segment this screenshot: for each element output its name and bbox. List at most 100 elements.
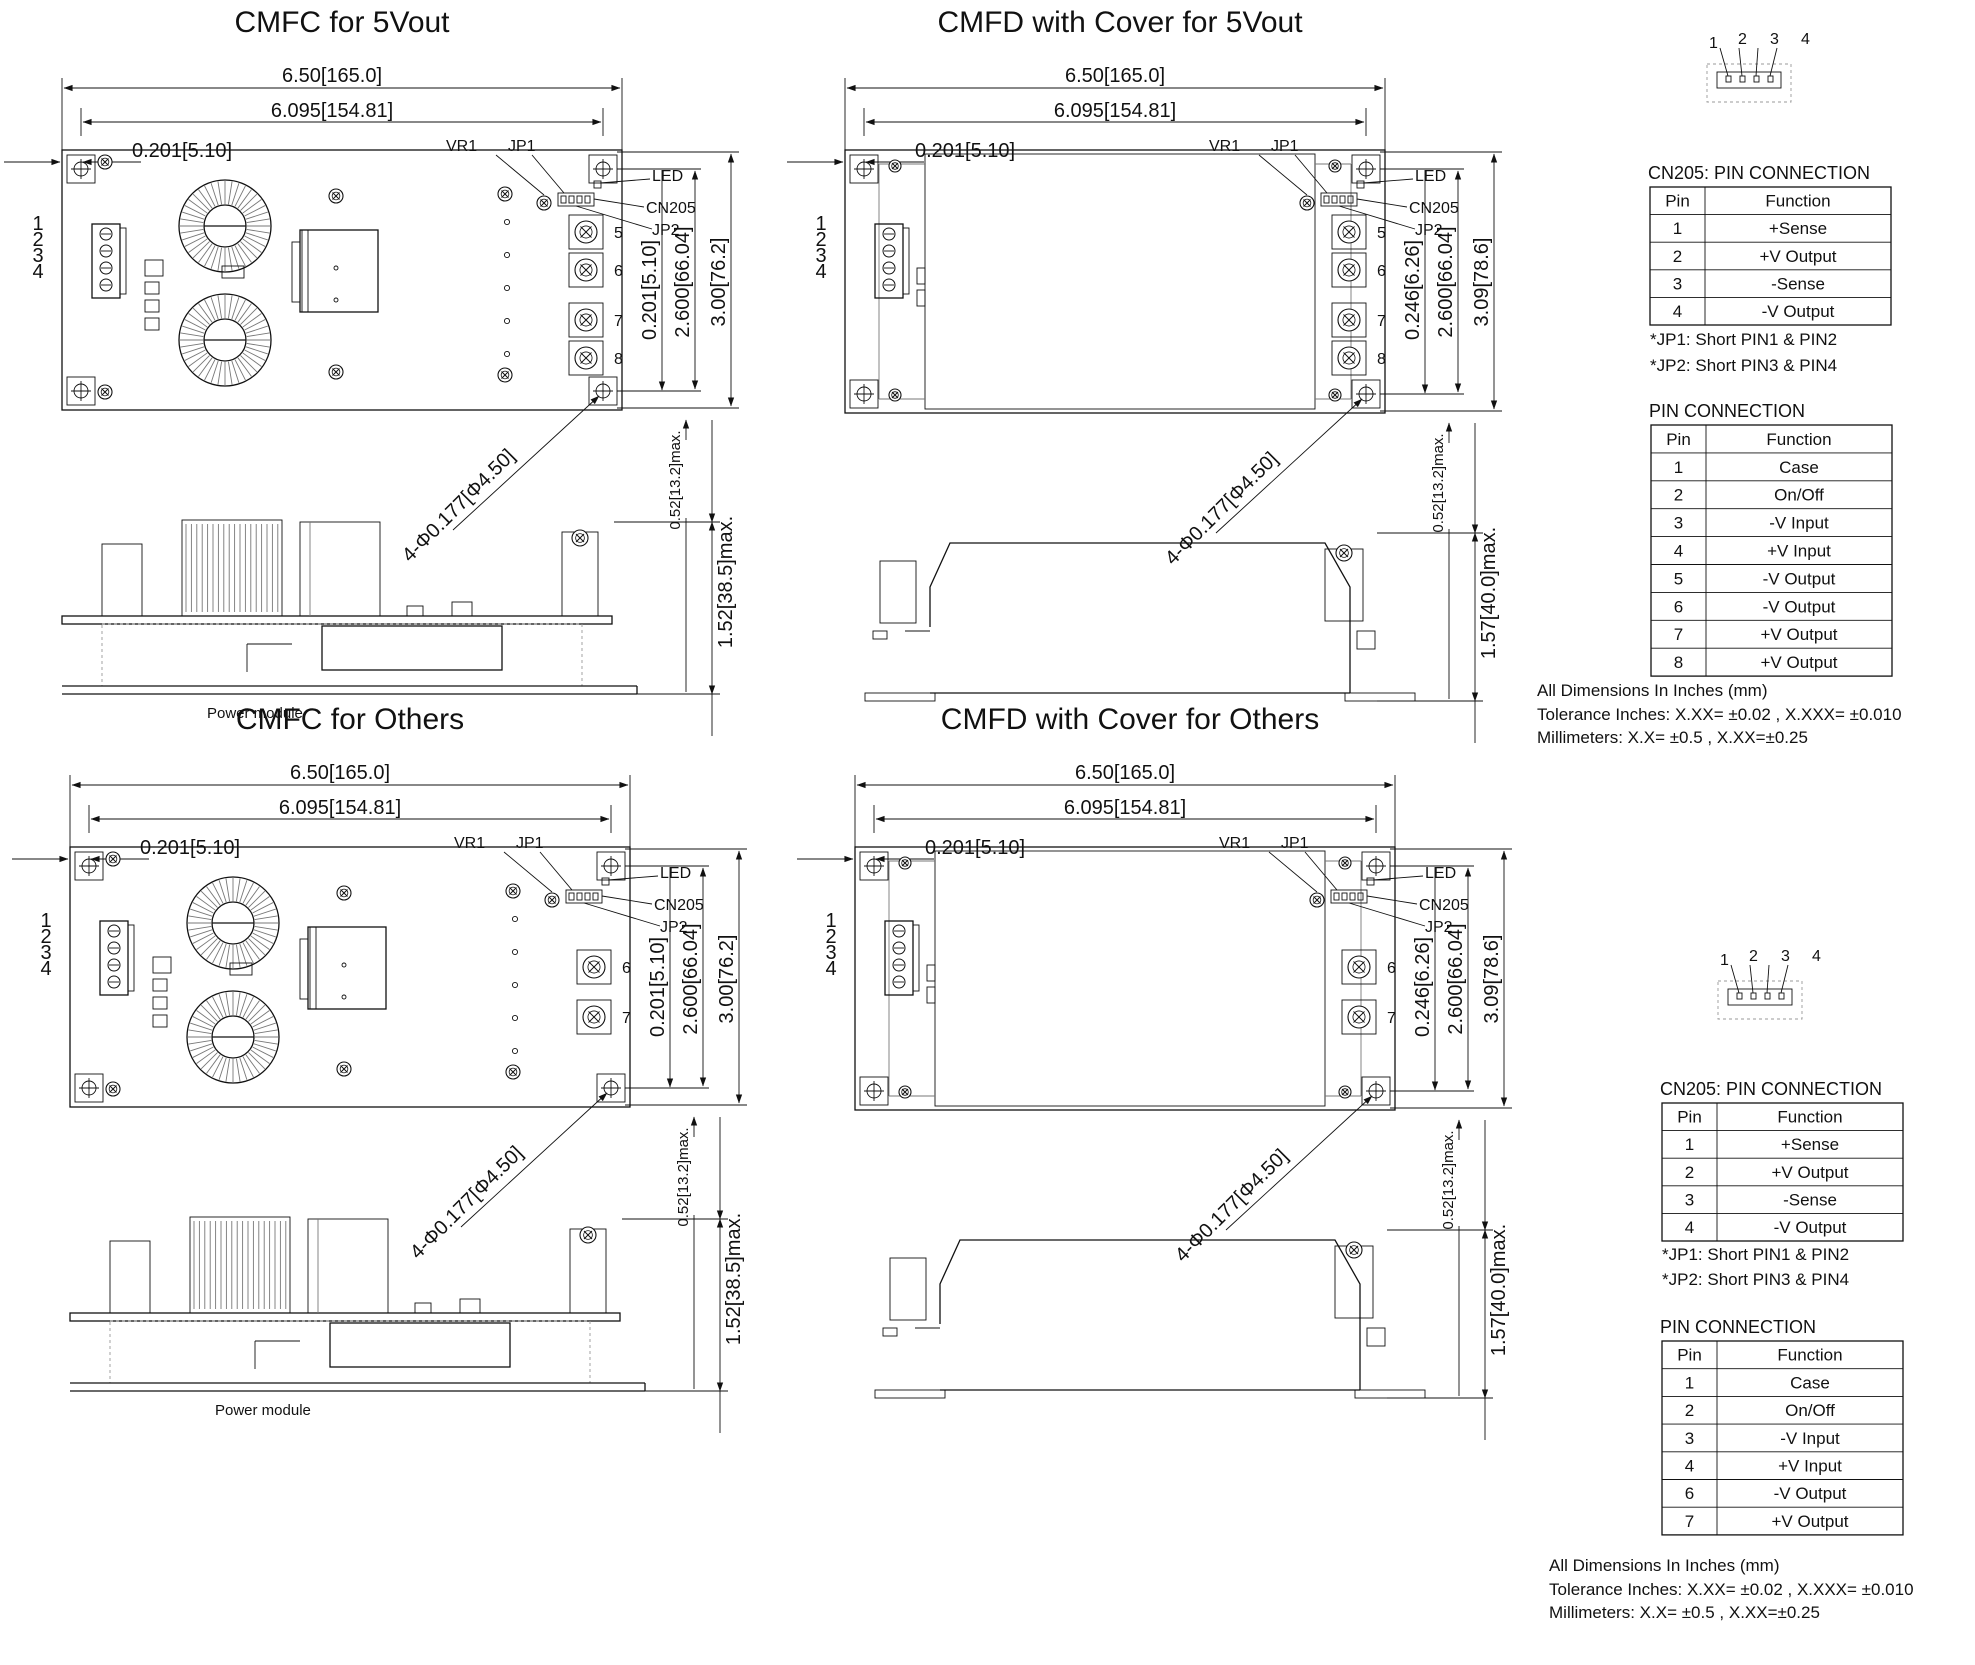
table-cell-pin: 4 <box>1673 302 1682 321</box>
label-vr1: VR1 <box>1219 835 1250 852</box>
dim-label-width: 3.09[78.6] <box>1471 238 1493 327</box>
dim-label-hole-offset: 0.201[5.10] <box>132 140 232 162</box>
toroid-winding <box>231 183 240 206</box>
hole-pad <box>859 851 889 881</box>
output-terminal-screw <box>574 346 598 370</box>
dim-label-hole-vertical-span: 2.600[66.04] <box>680 923 702 1034</box>
table-cell-pin: 4 <box>1685 1457 1694 1476</box>
side-capacitor <box>307 1218 389 1314</box>
toroid-winding <box>218 880 227 903</box>
leader-vr1 <box>1258 154 1308 196</box>
screw-slot <box>1331 391 1339 399</box>
hole-pad <box>66 154 96 184</box>
screw-ring <box>508 1067 518 1077</box>
dim-label-edge: 0.246[6.26] <box>1412 937 1434 1037</box>
connector-pin <box>1753 75 1760 83</box>
label-jp1: JP1 <box>1281 835 1309 852</box>
toroid-winding <box>198 189 213 209</box>
leader-vr1 <box>495 154 545 196</box>
screw-slot <box>548 896 556 904</box>
toroid-winding <box>245 886 260 906</box>
label-jp2: JP2 <box>1425 919 1453 936</box>
cn205-pin <box>560 195 567 204</box>
toroid-outer <box>186 876 280 970</box>
input-pin-label-3: 3 <box>815 245 826 267</box>
smd-part <box>152 996 168 1010</box>
screw-slot <box>509 1068 517 1076</box>
table-frame <box>1661 1340 1904 1536</box>
label-vr1: VR1 <box>1209 138 1240 155</box>
input-pin-label-4: 4 <box>815 261 826 283</box>
toroid-winding <box>217 361 223 385</box>
leader-jp1 <box>539 851 573 891</box>
toroid-coil-top <box>186 876 280 970</box>
output-pin-label-7: 7 <box>1387 1010 1396 1027</box>
connector-pin-4: 4 <box>1812 948 1821 965</box>
toroid-winding <box>188 925 212 931</box>
dim-label-width: 3.00[76.2] <box>716 935 738 1024</box>
table-cell-function: +Sense <box>1769 219 1827 238</box>
cn205-pin <box>1349 892 1356 901</box>
toroid-winding <box>246 342 270 348</box>
screw-ring <box>901 859 909 867</box>
screw-icon <box>1328 388 1342 402</box>
output-pin-label-7: 7 <box>622 1010 631 1027</box>
table-cell-pin: 3 <box>1685 1190 1694 1209</box>
output-terminal-screw <box>574 220 598 244</box>
notes-tolerance-inches: Tolerance Inches: X.XX= ±0.02 , X.XXX= ±… <box>1537 705 1902 724</box>
side-foot <box>882 1327 898 1337</box>
toroid-winding <box>244 205 266 217</box>
jp2-note: *JP2: Short PIN3 & PIN4 <box>1662 1270 1849 1289</box>
toroid-winding <box>254 925 278 931</box>
toroid-winding <box>196 896 216 911</box>
table-cell-pin: 5 <box>1674 569 1683 588</box>
label-cn205: CN205 <box>1419 897 1469 914</box>
toroid-winding <box>190 1043 213 1052</box>
output-pin-label-6: 6 <box>614 263 623 280</box>
toroid-winding <box>237 303 252 323</box>
toroid-winding <box>227 361 233 385</box>
toroid-winding <box>180 228 204 234</box>
side-smd <box>451 601 473 617</box>
screw-ring <box>1349 1245 1359 1255</box>
label-cn205: CN205 <box>1409 200 1459 217</box>
dim-label-hole-span: 6.095[154.81] <box>279 797 401 819</box>
connector-pin-4: 4 <box>1801 31 1810 48</box>
connector-housing <box>1706 63 1792 103</box>
toroid-winding <box>250 1010 270 1025</box>
side-capacitor <box>299 521 381 617</box>
screw-ring <box>587 960 601 974</box>
toroid-winding <box>198 357 213 377</box>
screw-ring <box>1352 1010 1366 1024</box>
screw-ring <box>500 370 510 380</box>
mounting-hole-tr <box>588 154 618 184</box>
cn205-pin <box>1339 195 1346 204</box>
toroid-winding <box>200 938 218 956</box>
connector-leader <box>1766 964 1770 994</box>
screw-ring <box>891 162 899 170</box>
connector-pin <box>1750 992 1757 1000</box>
base-plate <box>1354 1389 1426 1399</box>
table-frame <box>1661 1102 1904 1242</box>
vr1-potentiometer-icon <box>544 892 560 908</box>
toroid-winding <box>242 352 262 367</box>
input-pin-label-4: 4 <box>40 958 51 980</box>
toroid-winding <box>242 313 262 328</box>
toroid-winding <box>192 1046 214 1058</box>
cap-base <box>291 241 301 303</box>
pcb-edge <box>61 615 613 625</box>
table-cell-pin: 3 <box>1685 1429 1694 1448</box>
cn205-pin <box>1331 195 1338 204</box>
screw-ring <box>331 191 341 201</box>
led-icon <box>1366 877 1375 886</box>
table-cell-pin: 1 <box>1685 1135 1694 1154</box>
toroid-winding <box>217 247 223 271</box>
table-cell-function: +V Input <box>1767 542 1831 561</box>
leader-cn205 <box>1356 198 1408 208</box>
toroid-winding <box>182 232 205 241</box>
toroid-winding <box>253 1022 276 1031</box>
toroid-winding <box>245 346 268 355</box>
table-cell-pin: 2 <box>1685 1401 1694 1420</box>
mounting-hole-bl <box>849 379 879 409</box>
table-cell-function: +Sense <box>1781 1135 1839 1154</box>
